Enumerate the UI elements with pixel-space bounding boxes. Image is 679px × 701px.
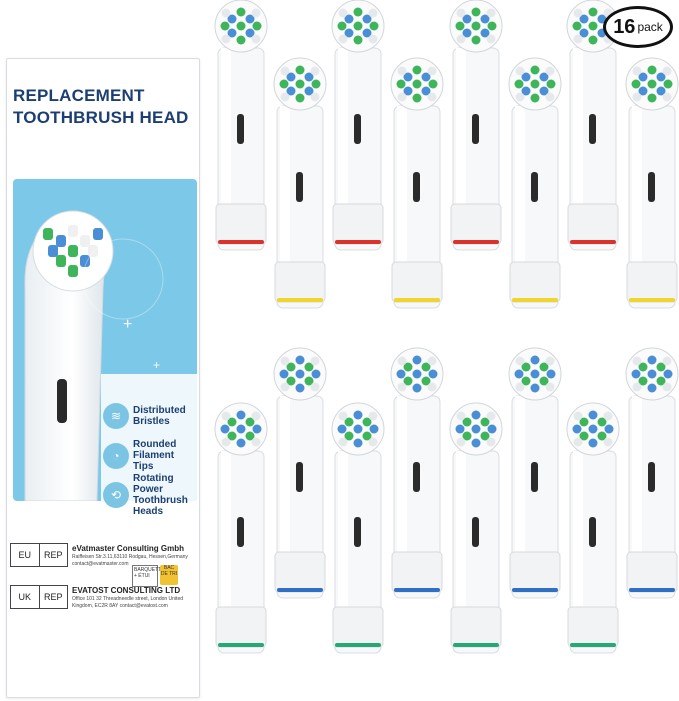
brush-icon: ⟲ [103, 482, 129, 508]
color-ring [570, 240, 616, 244]
rep-address: Office 101 32 Threadneedle street, Londo… [72, 596, 184, 609]
pack-word: pack [637, 20, 663, 34]
brush-closeup-illustration: + + + [24, 210, 164, 501]
pack-count: 16 [613, 15, 636, 38]
color-ring [277, 588, 323, 592]
rep-code: UK [18, 592, 31, 602]
feature-distributed-bristles: ≋ Distributed Bristles [103, 403, 197, 429]
rep-code: EU [18, 550, 31, 560]
color-ring [512, 298, 558, 302]
color-ring [277, 298, 323, 302]
grip-slot [589, 517, 596, 547]
rep-tag: REP [38, 586, 68, 608]
grip-slot [531, 462, 538, 492]
grip-slot [472, 114, 479, 144]
title-line-2: TOOTHBRUSH HEAD [13, 108, 189, 127]
feature-rounded-tips: ◔ Rounded Filament Tips [103, 439, 197, 472]
color-ring [218, 643, 264, 647]
bristle-tuft [56, 235, 66, 247]
brush-head [390, 57, 444, 309]
brush-head [214, 0, 268, 251]
grip-slot [413, 462, 420, 492]
grip-slot [648, 462, 655, 492]
bristle-tuft [48, 245, 58, 257]
feature-label: Rounded Filament Tips [133, 439, 177, 472]
bristles-icon: ≋ [103, 403, 129, 429]
color-ring [335, 240, 381, 244]
brush-head [331, 402, 385, 654]
bristle-tuft [93, 228, 103, 240]
svg-text:+: + [123, 316, 132, 333]
title-line-1: REPLACEMENT [13, 86, 145, 105]
grip-slot [237, 114, 244, 144]
bristle-tuft [68, 225, 78, 237]
rep-address: Raiffeisen Str.3.11,63110 Rodgau, Hessen… [72, 554, 188, 567]
recycle-text: BARQUETTE + ÉTUI [132, 565, 165, 587]
brush-head [273, 347, 327, 599]
brush-head [566, 402, 620, 654]
brush-head [625, 57, 679, 309]
brush-head [331, 0, 385, 251]
bristle-tuft [68, 245, 78, 257]
feature-rotating-heads: ⟲ Rotating Power Toothbrush Heads [103, 473, 197, 517]
feature-label: Distributed Bristles [133, 405, 186, 427]
rep-tag: REP [38, 544, 68, 566]
rep-box: EU REP [10, 543, 68, 567]
recycle-info: BARQUETTE + ÉTUI BAC DE TRI [132, 565, 184, 587]
bristle-tuft [43, 228, 53, 240]
color-ring [629, 298, 675, 302]
recycle-bin-icon: BAC DE TRI [160, 565, 178, 585]
grip-slot [296, 462, 303, 492]
grip-slot [354, 517, 361, 547]
brush-head [214, 402, 268, 654]
color-ring [453, 643, 499, 647]
color-ring [218, 240, 264, 244]
color-ring [570, 643, 616, 647]
grip-slot [237, 517, 244, 547]
brush-head [625, 347, 679, 599]
brush-head [449, 402, 503, 654]
brush-head [508, 347, 562, 599]
grip-slot [296, 172, 303, 202]
svg-text:+: + [153, 358, 160, 372]
grip-slot [472, 517, 479, 547]
brush-head [273, 57, 327, 309]
grip-slot [589, 114, 596, 144]
color-ring [335, 643, 381, 647]
uk-rep-block: UK REP EVATOST CONSULTING LTD Office 101… [10, 585, 190, 625]
bristle-tuft [68, 265, 78, 277]
color-ring [394, 298, 440, 302]
grip-slot [354, 114, 361, 144]
rep-box: UK REP [10, 585, 68, 609]
feature-label: Rotating Power Toothbrush Heads [133, 473, 188, 517]
pack-count-badge: 16 pack [603, 6, 673, 48]
rep-name: eVatmaster Consulting Gmbh [72, 544, 185, 553]
color-ring [512, 588, 558, 592]
eu-rep-block: EU REP eVatmaster Consulting Gmbh Raiffe… [10, 543, 190, 583]
brush-head [508, 57, 562, 309]
package-card: REPLACEMENT TOOTHBRUSH HEAD + + + ≋ Dist… [6, 58, 200, 698]
brush-head [449, 0, 503, 251]
grip-slot [413, 172, 420, 202]
filament-icon: ◔ [103, 442, 129, 469]
features-panel [101, 374, 197, 501]
bristle-tuft [56, 255, 66, 267]
bristle-tuft [80, 235, 90, 247]
bristle-tuft [80, 255, 90, 267]
grip-slot [531, 172, 538, 202]
color-ring [629, 588, 675, 592]
color-ring [453, 240, 499, 244]
rep-name: EVATOST CONSULTING LTD [72, 586, 181, 595]
grip-slot [648, 172, 655, 202]
hero-image: + + + [13, 179, 197, 501]
bristle-tuft [88, 245, 98, 257]
brush-head [390, 347, 444, 599]
color-ring [394, 588, 440, 592]
product-title: REPLACEMENT TOOTHBRUSH HEAD [13, 85, 193, 129]
